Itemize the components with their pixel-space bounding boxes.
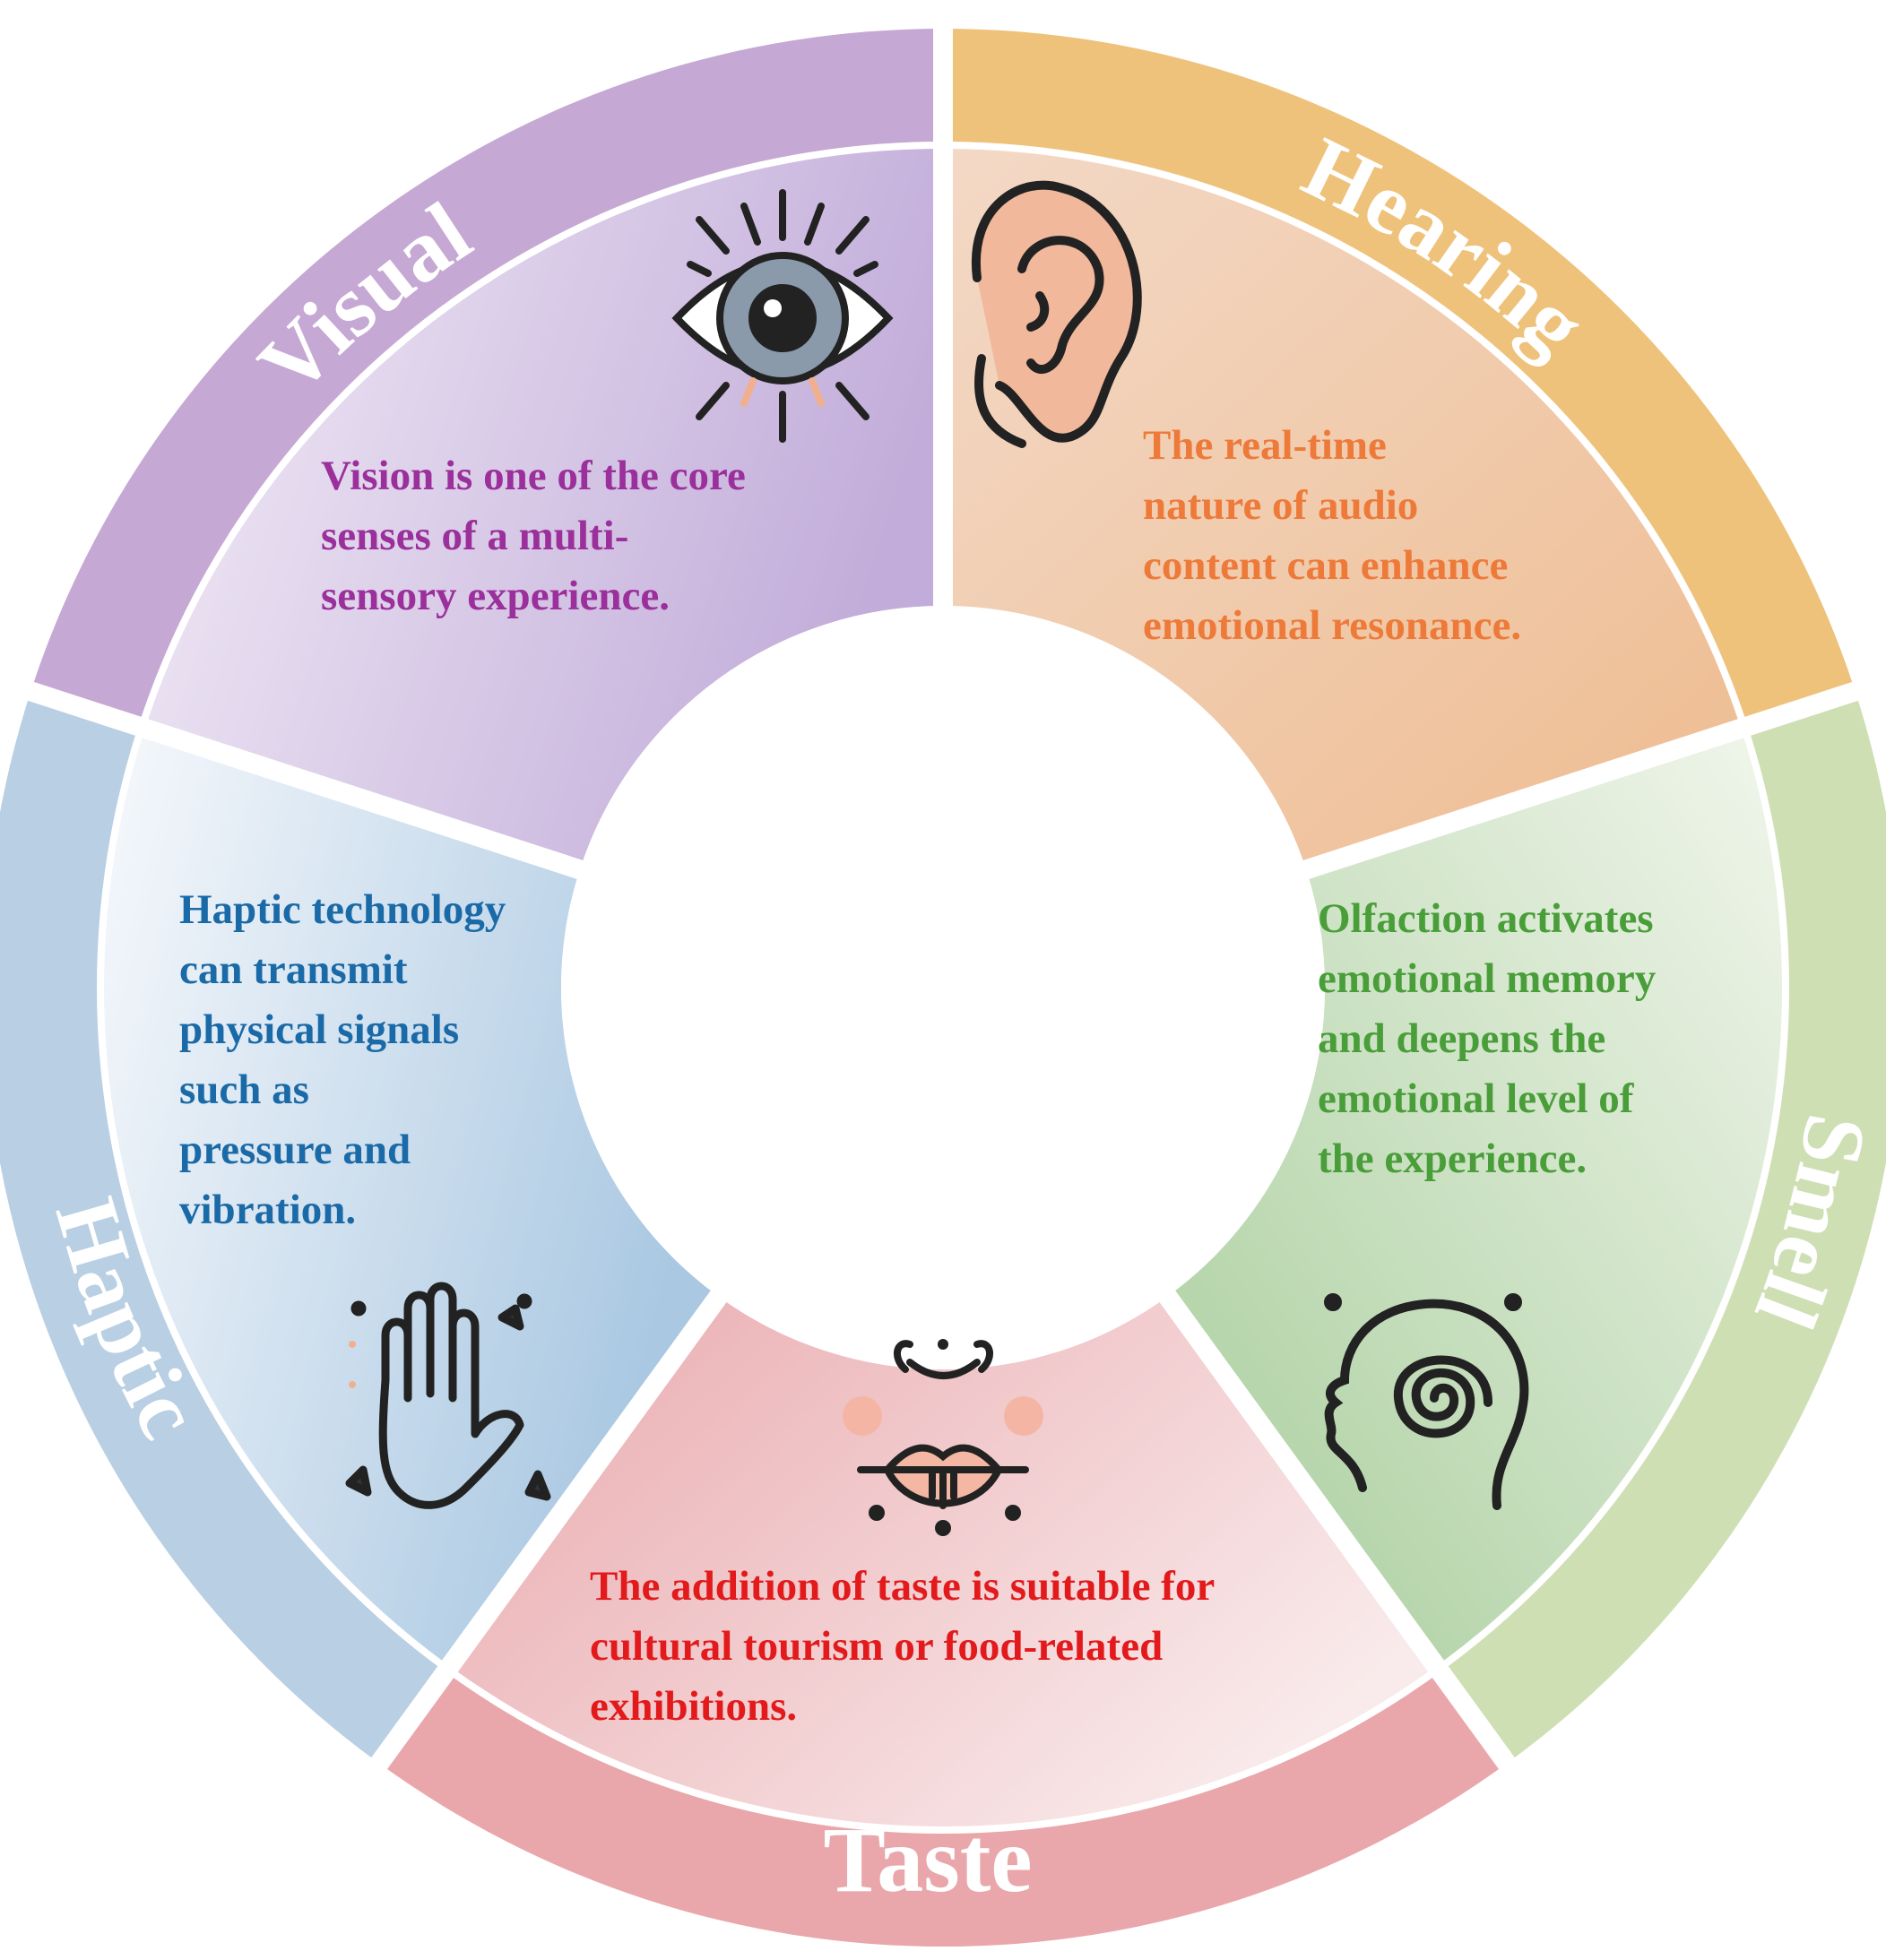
sector-dividers (23, 24, 1863, 1834)
hearing-outer-ring (943, 29, 1856, 728)
description-line: pressure and (179, 1127, 411, 1173)
wheel-sectors (0, 29, 1886, 1947)
taste-outer-ring (379, 1669, 1507, 1947)
description-line: content can enhance (1143, 542, 1508, 589)
description-line: The addition of taste is suitable for (590, 1563, 1215, 1610)
description-line: physical signals (179, 1006, 459, 1053)
head-spiral-icon (1324, 1293, 1529, 1510)
sector-divider (1298, 680, 1863, 881)
lips-icon (843, 1339, 1043, 1536)
description-line: The real-time (1143, 422, 1387, 469)
description-line: Olfaction activates (1318, 895, 1654, 942)
taste-inner-panel (447, 1296, 1439, 1830)
description-line: emotional memory (1318, 955, 1657, 1002)
ear-icon (971, 180, 1142, 448)
sector-divider (23, 680, 588, 881)
description-line: exhibitions. (590, 1683, 797, 1730)
haptic-outer-ring (0, 691, 448, 1764)
description-line: such as (179, 1066, 309, 1113)
smell-description: Olfaction activates emotional memory and… (1318, 895, 1657, 1182)
taste-label: Taste (823, 1809, 1032, 1912)
eye-icon (671, 189, 894, 443)
visual-outer-ring (30, 29, 944, 728)
description-line: emotional level of (1318, 1075, 1635, 1122)
description-line: nature of audio (1143, 482, 1418, 529)
description-line: cultural tourism or food-related (590, 1623, 1163, 1670)
description-line: sensory experience. (321, 573, 670, 619)
description-line: can transmit (179, 946, 408, 993)
center-hole (561, 606, 1325, 1369)
visual-description: Vision is one of the core senses of a mu… (321, 453, 746, 619)
haptic-description: Haptic technology can transmit physical … (179, 886, 506, 1233)
haptic-inner-panel (100, 727, 719, 1670)
ring-separator (97, 142, 1789, 1834)
description-line: senses of a multi- (321, 513, 628, 559)
hand-icon (345, 1282, 551, 1509)
smell-inner-panel (1167, 727, 1786, 1670)
description-line: and deepens the (1318, 1015, 1605, 1062)
smell-outer-ring (1438, 691, 1886, 1764)
taste-description: The addition of taste is suitable for cu… (590, 1563, 1215, 1730)
sector-divider (368, 1287, 730, 1774)
hearing-inner-panel (943, 145, 1744, 870)
hearing-description: The real-time nature of audio content ca… (1143, 422, 1521, 649)
description-line: Haptic technology (179, 886, 506, 933)
sector-divider (1156, 1287, 1518, 1774)
description-line: vibration. (179, 1187, 356, 1233)
description-line: the experience. (1318, 1135, 1587, 1182)
description-line: emotional resonance. (1143, 602, 1521, 649)
description-line: Vision is one of the core (321, 453, 746, 499)
